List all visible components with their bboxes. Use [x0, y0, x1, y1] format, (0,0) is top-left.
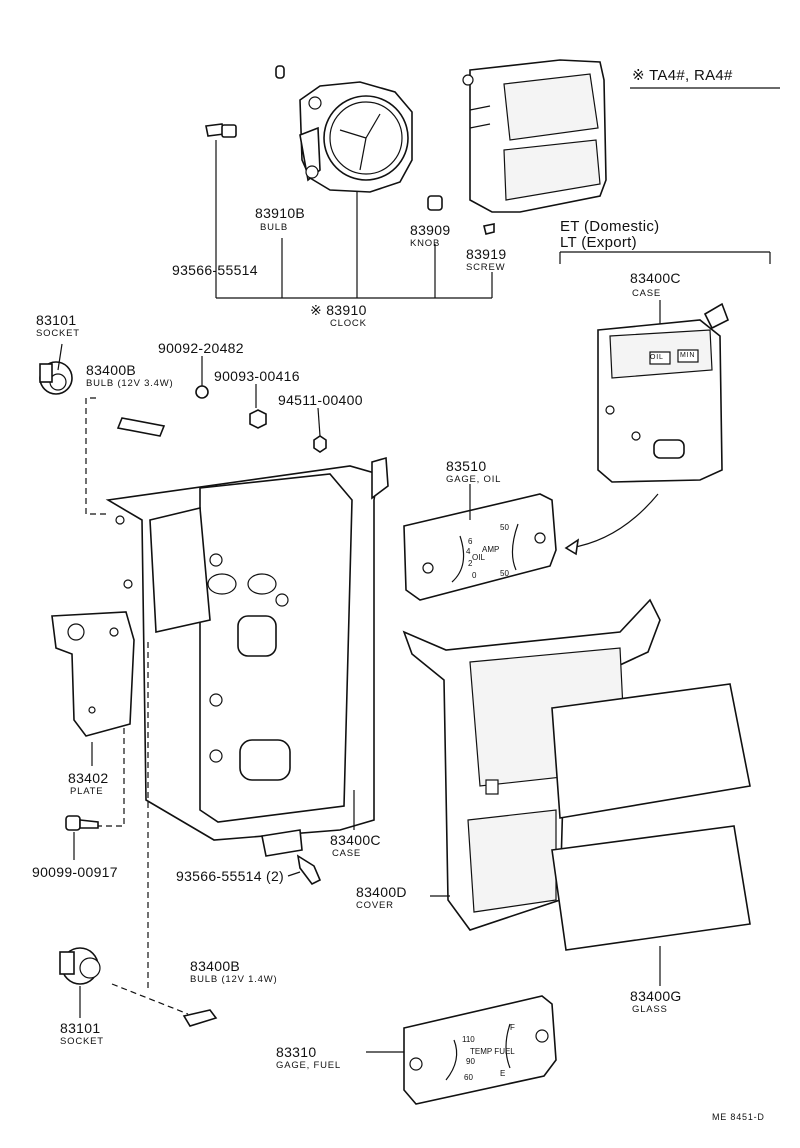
fuel-scale-110: 110: [462, 1035, 475, 1044]
fuel-empty-mark: E: [500, 1069, 505, 1078]
fuel-temp-label: TEMP FUEL: [470, 1047, 515, 1056]
label-83400d-number: 83400D: [356, 884, 407, 900]
label-90099-number: 90099-00917: [32, 864, 118, 880]
screw-90099-part: [65, 815, 99, 831]
label-83919-name: SCREW: [466, 262, 506, 273]
gage-oil-scale-2: 2: [468, 559, 473, 568]
label-83400d-name: COVER: [356, 900, 394, 911]
gage-oil-label: OIL: [472, 553, 485, 562]
label-83400b-top-name: BULB (12V 3.4W): [86, 378, 174, 389]
label-83909-name: KNOB: [410, 238, 441, 249]
variant-note: ※ TA4#, RA4#: [632, 67, 733, 84]
nut-94511-part: [313, 435, 327, 453]
arrow-head: [564, 538, 580, 556]
label-83402-number: 83402: [68, 770, 109, 786]
gage-83310-part: 110 90 60 TEMP FUEL F E: [403, 995, 557, 1105]
label-83402-name: PLATE: [70, 786, 104, 797]
label-83400b-bottom-name: BULB (12V 1.4W): [190, 974, 278, 985]
assembly-dashed-lines: [85, 397, 189, 1015]
label-83910-name: CLOCK: [330, 318, 367, 329]
label-83400c-main-number: 83400C: [330, 832, 381, 848]
screw-83919-part: [483, 223, 495, 235]
switch-label-min: MIN: [680, 352, 696, 359]
arrow-to-gage: [569, 493, 659, 549]
glass-83400g-part: [551, 683, 751, 951]
gage-oil-scale-0: 0: [472, 571, 477, 580]
clock-assembly-lines: [215, 87, 780, 299]
label-83910-number: ※ 83910: [310, 302, 367, 318]
label-83310-number: 83310: [276, 1044, 317, 1060]
screw-93566-bottom-part: [296, 854, 322, 886]
bulb-83400b-bottom-part: [182, 1009, 218, 1027]
label-83400c-right-name: CASE: [632, 288, 662, 299]
fuel-full-mark: F: [510, 1023, 515, 1032]
label-83919-number: 83919: [466, 246, 507, 262]
socket-83101-bottom-part: [59, 947, 101, 985]
label-90093-number: 90093-00416: [214, 368, 300, 384]
switch-box-part: [462, 59, 607, 213]
label-93566-top-number: 93566-55514: [172, 262, 258, 278]
fuel-scale-60: 60: [464, 1073, 473, 1082]
gage-amp-label: AMP: [482, 545, 499, 554]
label-90092-number: 90092-20482: [158, 340, 244, 356]
nut-90092-part: [195, 385, 209, 399]
clock-part: [299, 81, 413, 193]
gage-amp-top: 50: [500, 523, 509, 532]
footer-code: ME 8451-D: [712, 1112, 765, 1122]
label-83400g-name: GLASS: [632, 1004, 668, 1015]
export-note-domestic: ET (Domestic): [560, 218, 660, 235]
export-note-export: LT (Export): [560, 234, 637, 251]
gage-amp-bottom: 50: [500, 569, 509, 578]
label-83510-name: GAGE, OIL: [446, 474, 502, 485]
label-83101-top-name: SOCKET: [36, 328, 80, 339]
label-83400b-bottom-number: 83400B: [190, 958, 241, 974]
label-83101-top-number: 83101: [36, 312, 77, 328]
label-83400c-main-name: CASE: [332, 848, 362, 859]
screw-93566-top-part: [205, 123, 237, 138]
bulb-83910b-part: [275, 65, 285, 79]
label-83310-name: GAGE, FUEL: [276, 1060, 342, 1071]
label-83510-number: 83510: [446, 458, 487, 474]
gage-oil-scale-4: 4: [466, 547, 471, 556]
bulb-83400b-top-part: [116, 417, 166, 437]
leader-lines: [57, 300, 661, 1053]
label-83910b-name: BULB: [260, 222, 289, 233]
knob-83909-part: [427, 195, 443, 211]
plate-83402-part: [51, 611, 135, 737]
label-93566-bottom-number: 93566-55514 (2): [176, 868, 285, 884]
fuel-scale-90: 90: [466, 1057, 475, 1066]
socket-83101-top-part: [39, 361, 73, 395]
switch-label-oil: OIL: [650, 354, 664, 361]
case-83400c-right-part: [597, 302, 730, 483]
label-83400c-right-number: 83400C: [630, 270, 681, 286]
label-83909-number: 83909: [410, 222, 451, 238]
case-83400c-main-part: [105, 456, 389, 857]
label-83101-bottom-name: SOCKET: [60, 1036, 104, 1047]
gage-83510-part: 6 4 2 0 OIL AMP 50 50: [403, 493, 557, 601]
label-94511-number: 94511-00400: [278, 392, 363, 408]
label-83910b-number: 83910B: [255, 205, 306, 221]
nut-90093-part: [249, 409, 267, 429]
label-83400g-number: 83400G: [630, 988, 682, 1004]
label-83400b-top-number: 83400B: [86, 362, 137, 378]
gage-oil-scale-6: 6: [468, 537, 473, 546]
label-83101-bottom-number: 83101: [60, 1020, 101, 1036]
